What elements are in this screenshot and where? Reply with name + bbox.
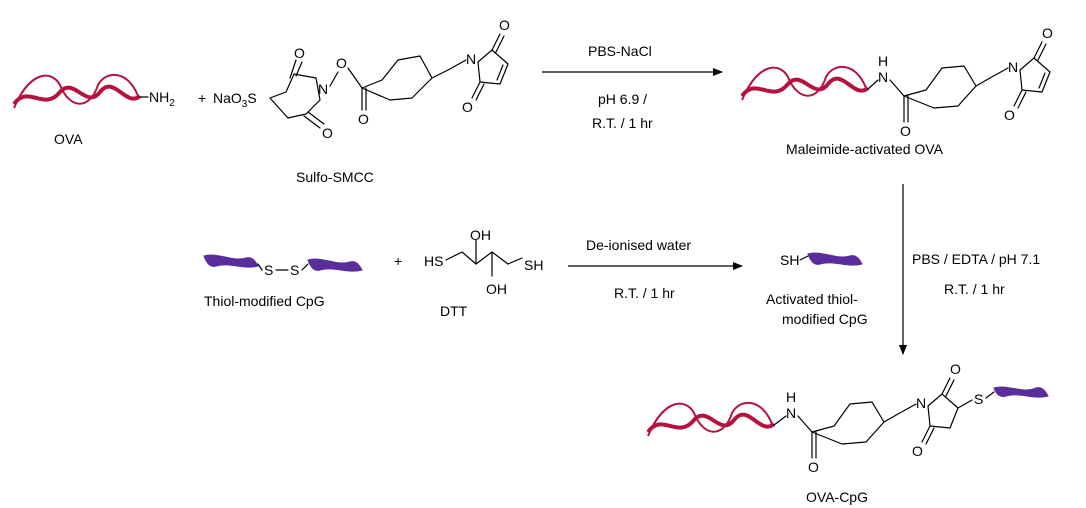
dtt-label: DTT [440,303,468,319]
oxygen: O [808,459,819,475]
maleimide-activated-ova-label: Maleimide-activated OVA [786,141,944,157]
oxygen: O [499,17,510,33]
dtt-structure: HS OH OH SH [424,227,543,297]
oxygen: O [358,111,369,127]
step3-condition-2: R.T. / 1 hr [944,281,1005,297]
thiol-modified-cpg-structure: S S [203,254,363,278]
ova-helix [12,73,149,109]
sulfur: S [264,262,273,278]
nitrogen: N [466,51,476,67]
oxygen: O [1004,107,1015,123]
activated-thiol-cpg-label-line2: modified CpG [782,311,868,327]
ova-helix-strand-back [741,65,867,101]
nitrogen: N [916,395,926,411]
step2-condition-1: De-ionised water [586,237,691,253]
nitrogen: N [1008,59,1018,75]
plus-sign: + [394,253,402,269]
cpg-strand [807,252,863,266]
sh-label: SH [524,257,543,273]
sulfo-smcc-label: Sulfo-SMCC [296,169,374,185]
amide-nitrogen: N [786,405,796,421]
amide-nitrogen: N [878,69,888,85]
oxygen: O [912,443,923,459]
hydroxyl-bottom: OH [486,281,507,297]
ova-helix-strand-front [12,84,142,106]
amide-hydrogen: H [878,53,888,69]
oxygen: O [950,361,961,377]
cpg-strand-left [203,254,259,268]
oxygen: O [336,55,347,71]
ova-cpg-label: OVA-CpG [806,489,868,505]
step1-condition-3: R.T. / 1 hr [592,115,653,131]
plus-sign: + [198,90,206,106]
step3-condition-1: PBS / EDTA / pH 7.1 [912,251,1040,267]
oxygen: O [462,99,473,115]
ova-helix-strand-front [740,76,870,98]
nitrogen: N [318,81,328,97]
hydroxyl-top: OH [470,227,491,243]
ova-helix-strand-back [13,73,139,109]
step1-condition-1: PBS-NaCl [588,43,652,59]
cpg-strand [993,386,1049,398]
step2-condition-2: R.T. / 1 hr [614,285,675,301]
nao3s-label: NaO3S [213,90,257,110]
cpg-strand-right [307,258,363,272]
ova-helix-strand-front [646,412,776,434]
oxygen: O [322,125,333,141]
ova-label: OVA [54,131,83,147]
activated-thiol-cpg-label-line1: Activated thiol- [766,291,858,307]
oxygen: O [294,45,305,61]
amide-hydrogen: H [786,389,796,405]
sulfo-smcc-structure: NaO3S O O N O O N O O [213,17,510,141]
sulfur: S [974,391,983,407]
hs-label: HS [424,253,443,269]
ova-helix-strand-back [647,401,773,437]
sh-label: SH [780,252,799,268]
thiol-modified-cpg-label: Thiol-modified CpG [204,293,325,309]
step1-condition-2: pH 6.9 / [598,91,647,107]
amine-label: NH2 [149,89,175,109]
ova-cpg-structure: N H O N O O S [646,361,1049,475]
activated-thiol-cpg-structure: SH [780,252,863,268]
oxygen: O [1042,25,1053,41]
sulfur: S [290,262,299,278]
oxygen: O [900,123,911,139]
maleimide-activated-ova-structure: N H O N O O [740,25,1053,139]
